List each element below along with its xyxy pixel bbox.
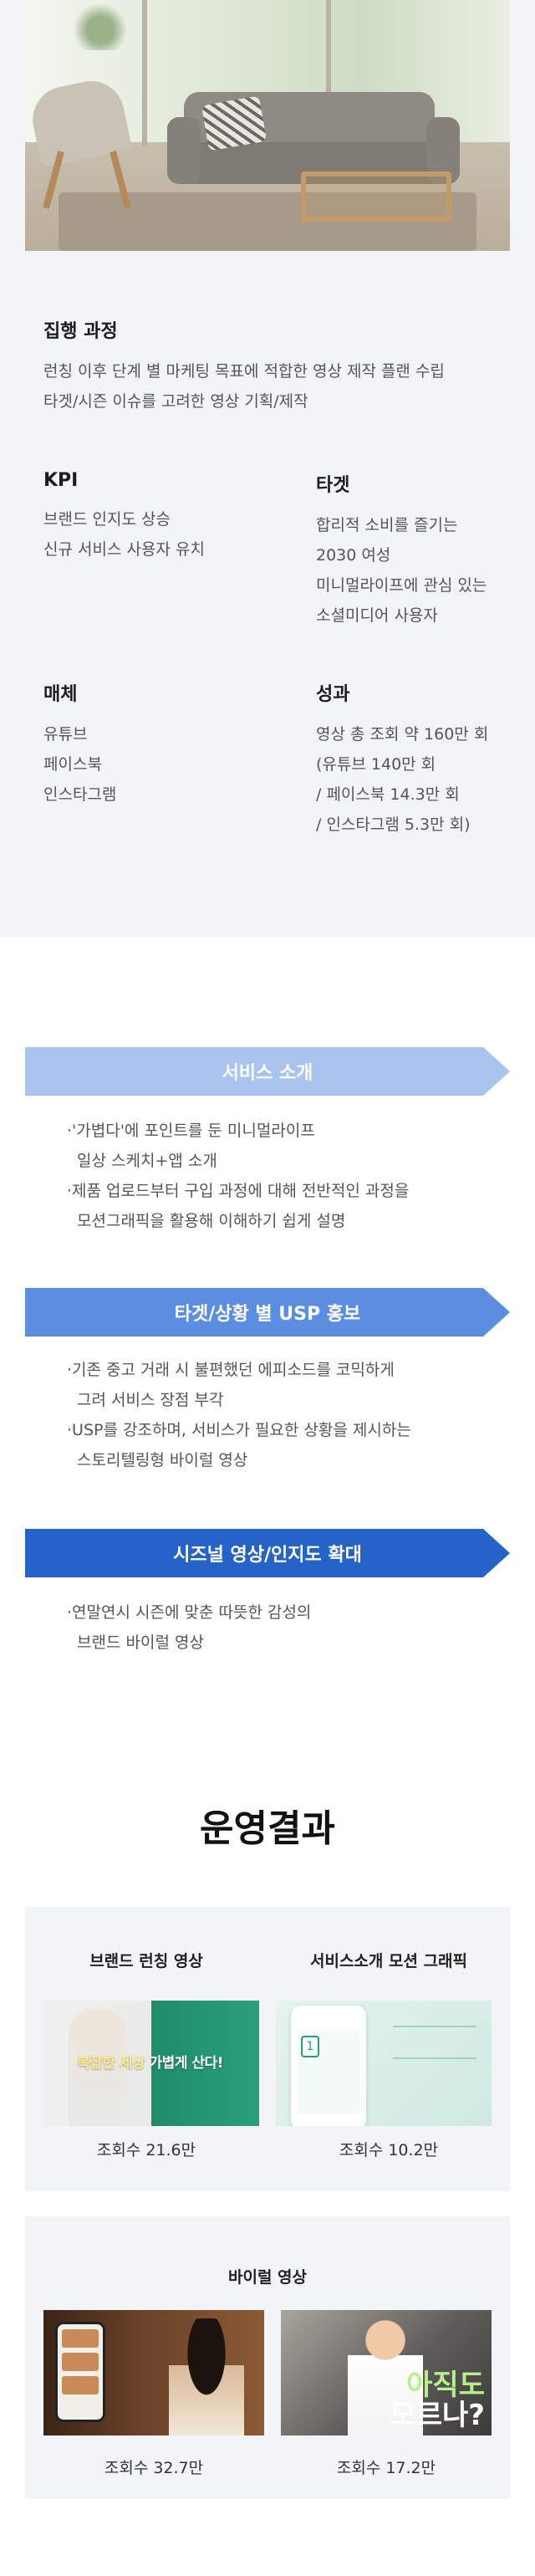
target-title: 타겟 bbox=[316, 475, 350, 496]
banner-label: 서비스 소개 bbox=[222, 1063, 313, 1084]
result-card-1: 브랜드 런칭 영상 조회수 21.6만 복잡한 세상 가볍게 산다! 서비스소개… bbox=[25, 1907, 510, 2191]
process-line: 런칭 이후 단계 별 마케팅 목표에 적합한 영상 제작 플랜 수립 bbox=[43, 362, 445, 381]
bullet-line: 브랜드 바이럴 영상 bbox=[77, 1633, 204, 1652]
bullet-line: ·제품 업로드부터 구입 과정에 대해 전반적인 과정을 bbox=[67, 1182, 410, 1200]
viral-video-title: 바이럴 영상 bbox=[227, 2268, 307, 2287]
motion-graphic-video-thumbnail[interactable]: 1 bbox=[276, 2001, 492, 2126]
viral-video-1-views: 조회수 32.7만 bbox=[104, 2459, 204, 2477]
bullet-line: 일상 스케치+앱 소개 bbox=[77, 1152, 217, 1170]
bullet-line: 그려 서비스 장점 부각 bbox=[77, 1391, 224, 1409]
phone-mockup bbox=[55, 2322, 105, 2422]
decorative-text-lines bbox=[393, 2026, 476, 2059]
media-line: 페이스북 bbox=[43, 755, 102, 774]
thumbnail-caption: 아직도 모르나? bbox=[390, 2369, 485, 2432]
banner-service-intro: 서비스 소개 bbox=[25, 1047, 510, 1096]
bullet-line: ·'가볍다'에 포인트를 둔 미니멀라이프 bbox=[67, 1122, 315, 1140]
results-title: 운영결과 bbox=[200, 1807, 335, 1850]
banner-label: 시즈널 영상/인지도 확대 bbox=[173, 1545, 362, 1566]
target-line: 2030 여성 bbox=[316, 546, 391, 565]
brand-launch-views: 조회수 21.6만 bbox=[96, 2141, 196, 2159]
phone-mockup: 1 bbox=[291, 2006, 366, 2126]
banner-label: 타겟/상황 별 USP 홍보 bbox=[174, 1304, 361, 1325]
result-line: / 페이스북 14.3만 회 bbox=[316, 785, 460, 804]
kpi-line: 브랜드 인지도 상승 bbox=[43, 510, 171, 529]
target-line: 합리적 소비를 즐기는 bbox=[316, 516, 458, 534]
coffee-table-image bbox=[301, 171, 451, 222]
result-title: 성과 bbox=[316, 684, 350, 705]
thumbnail-caption: 복잡한 세상 가볍게 산다! bbox=[77, 2055, 223, 2072]
process-title: 집행 과정 bbox=[43, 321, 118, 342]
bullet-line: ·기존 중고 거래 시 불편했던 에피소드를 코믹하게 bbox=[67, 1361, 395, 1379]
chair-image bbox=[25, 74, 142, 209]
seasonal-bullets: ·연말연시 시즌에 맞춘 따뜻한 감성의 브랜드 바이럴 영상 bbox=[67, 1597, 502, 1658]
banner-usp-promo: 타겟/상황 별 USP 홍보 bbox=[25, 1288, 510, 1337]
sofa-seat bbox=[176, 142, 451, 184]
result-block: 성과 영상 총 조회 약 160만 회 (유튜브 140만 회 / 페이스북 1… bbox=[316, 679, 525, 840]
man-image bbox=[348, 2315, 423, 2435]
media-title: 매체 bbox=[43, 684, 78, 705]
project-info-section: 집행 과정 런칭 이후 단계 별 마케팅 목표에 적합한 영상 제작 플랜 수립… bbox=[0, 0, 535, 937]
target-block: 타겟 합리적 소비를 즐기는 2030 여성 미니멀라이프에 관심 있는 소셜미… bbox=[316, 470, 525, 631]
banner-seasonal: 시즈널 영상/인지도 확대 bbox=[25, 1529, 510, 1577]
result-line: 영상 총 조회 약 160만 회 bbox=[316, 725, 489, 744]
window-frame bbox=[142, 0, 147, 146]
process-line: 타겟/시즌 이슈를 고려한 영상 기획/제작 bbox=[43, 392, 308, 411]
window-frame bbox=[326, 0, 331, 146]
process-block: 집행 과정 런칭 이후 단계 별 마케팅 목표에 적합한 영상 제작 플랜 수립… bbox=[43, 316, 512, 417]
viral-video-thumbnail-1[interactable] bbox=[43, 2310, 264, 2435]
step-number: 1 bbox=[301, 2036, 319, 2057]
kpi-title: KPI bbox=[43, 470, 79, 491]
service-intro-bullets: ·'가볍다'에 포인트를 둔 미니멀라이프 일상 스케치+앱 소개 ·제품 업로… bbox=[67, 1116, 502, 1236]
brand-launch-title: 브랜드 런칭 영상 bbox=[89, 1952, 203, 1970]
bullet-line: ·USP를 강조하며, 서비스가 필요한 상황을 제시하는 bbox=[67, 1421, 411, 1439]
hero-image-living-room bbox=[25, 0, 510, 251]
media-line: 인스타그램 bbox=[43, 785, 117, 804]
brand-launch-video-thumbnail[interactable]: 복잡한 세상 가볍게 산다! bbox=[43, 2001, 259, 2126]
bullet-line: ·연말연시 시즌에 맞춘 따뜻한 감성의 bbox=[67, 1603, 312, 1622]
usp-bullets: ·기존 중고 거래 시 불편했던 에피소드를 코믹하게 그려 서비스 장점 부각… bbox=[67, 1355, 502, 1475]
motion-graphic-title: 서비스소개 모션 그래픽 bbox=[309, 1952, 468, 1970]
target-line: 미니멀라이프에 관심 있는 bbox=[316, 576, 487, 595]
woman-image bbox=[169, 2318, 244, 2435]
kpi-block: KPI 브랜드 인지도 상승 신규 서비스 사용자 유치 bbox=[43, 470, 294, 565]
motion-graphic-views: 조회수 10.2만 bbox=[339, 2141, 439, 2159]
bullet-line: 스토리텔링형 바이럴 영상 bbox=[77, 1451, 248, 1469]
viral-video-thumbnail-2[interactable]: 아직도 모르나? bbox=[281, 2310, 492, 2435]
result-card-2: 바이럴 영상 조회수 32.7만 아직도 모르나? 조회수 17.2만 bbox=[25, 2216, 510, 2499]
bullet-line: 모션그래픽을 활용해 이해하기 쉽게 설명 bbox=[77, 1212, 346, 1230]
media-block: 매체 유튜브 페이스북 인스타그램 bbox=[43, 679, 294, 810]
result-line: / 인스타그램 5.3만 회) bbox=[316, 815, 471, 834]
sofa-arm bbox=[167, 117, 201, 184]
target-line: 소셜미디어 사용자 bbox=[316, 606, 438, 625]
plant-image bbox=[67, 0, 134, 50]
kpi-line: 신규 서비스 사용자 유치 bbox=[43, 540, 205, 559]
media-line: 유튜브 bbox=[43, 725, 88, 744]
result-line: (유튜브 140만 회 bbox=[316, 755, 436, 774]
person-image bbox=[69, 2009, 127, 2126]
viral-video-2-views: 조회수 17.2만 bbox=[336, 2459, 436, 2477]
